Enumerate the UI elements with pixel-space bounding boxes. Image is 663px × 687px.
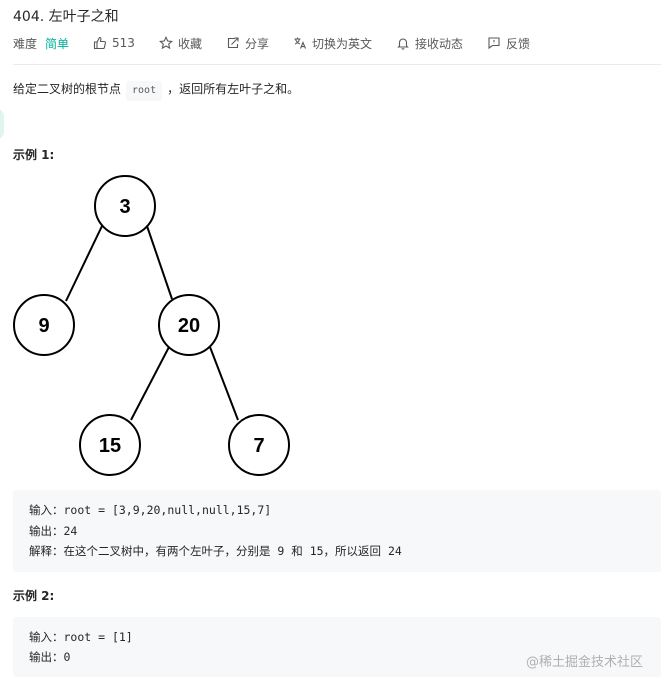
translate-icon [294, 37, 306, 49]
tree-node-label: 7 [253, 435, 264, 457]
favorite-label: 收藏 [177, 36, 202, 51]
switch-language-label: 切换为英文 [311, 36, 372, 51]
difficulty-label: 难度 [13, 36, 38, 51]
description-prefix: 给定二叉树的根节点 [13, 82, 122, 96]
tree-node-7 [228, 414, 290, 476]
like-count: 513 [112, 36, 135, 50]
share-icon [227, 37, 239, 49]
difficulty-badge: 简单 [45, 36, 70, 51]
feedback-button[interactable]: 反馈 [487, 35, 530, 52]
example-1-output: 输出：24 [29, 524, 78, 538]
description-suffix: ，返回所有左叶子之和。 [167, 82, 300, 96]
tree-node-label: 9 [38, 315, 49, 337]
share-button[interactable]: 分享 [226, 35, 269, 52]
favorite-button[interactable]: 收藏 [158, 35, 202, 52]
tree-node-15 [79, 414, 141, 476]
tree-edge-3-9 [65, 225, 103, 302]
tree-node-label: 3 [119, 196, 130, 218]
like-button[interactable]: 513 [93, 36, 135, 50]
thumbs-up-icon [93, 36, 107, 50]
feedback-label: 反馈 [506, 36, 531, 51]
binary-tree-diagram: 3 9 20 15 7 [13, 175, 290, 476]
tree-edge-20-15 [130, 346, 170, 421]
example-1-explanation: 解释：在这个二叉树中，有两个左叶子，分别是 9 和 15，所以返回 24 [29, 544, 402, 558]
notify-button[interactable]: 接收动态 [396, 35, 463, 52]
share-label: 分享 [244, 36, 269, 51]
tree-node-label: 20 [178, 315, 200, 337]
example-1-code-block: 输入：root = [3,9,20,null,null,15,7] 输出：24 … [13, 490, 661, 572]
tree-edge-20-7 [209, 346, 239, 421]
tree-node-3 [94, 175, 156, 237]
feedback-icon [488, 37, 500, 50]
star-icon [158, 36, 173, 50]
example-1-title: 示例 1: [13, 148, 55, 162]
side-indicator [0, 108, 4, 140]
example-2-code-block: 输入：root = [1] 输出：0 [13, 617, 661, 677]
watermark: @稀土掘金技术社区 [525, 655, 643, 670]
page-title: 404. 左叶子之和 [13, 9, 119, 25]
example-2-output: 输出：0 [29, 650, 71, 664]
header-divider [13, 64, 661, 65]
problem-meta-bar: 难度 简单 513 收藏 分享 切换为英文 接收动态 [13, 34, 554, 52]
tree-node-label: 15 [99, 435, 121, 457]
example-1-input: 输入：root = [3,9,20,null,null,15,7] [29, 503, 272, 517]
bell-icon [397, 38, 409, 50]
problem-description: 给定二叉树的根节点 root ，返回所有左叶子之和。 [13, 80, 299, 101]
example-2-title: 示例 2: [13, 589, 55, 603]
tree-node-20 [158, 294, 220, 356]
example-2-input: 输入：root = [1] [29, 630, 133, 644]
notify-label: 接收动态 [414, 36, 463, 51]
switch-language-button[interactable]: 切换为英文 [293, 35, 372, 52]
inline-code-root: root [126, 81, 163, 101]
tree-node-9 [13, 294, 75, 356]
tree-edge-3-20 [146, 225, 173, 300]
